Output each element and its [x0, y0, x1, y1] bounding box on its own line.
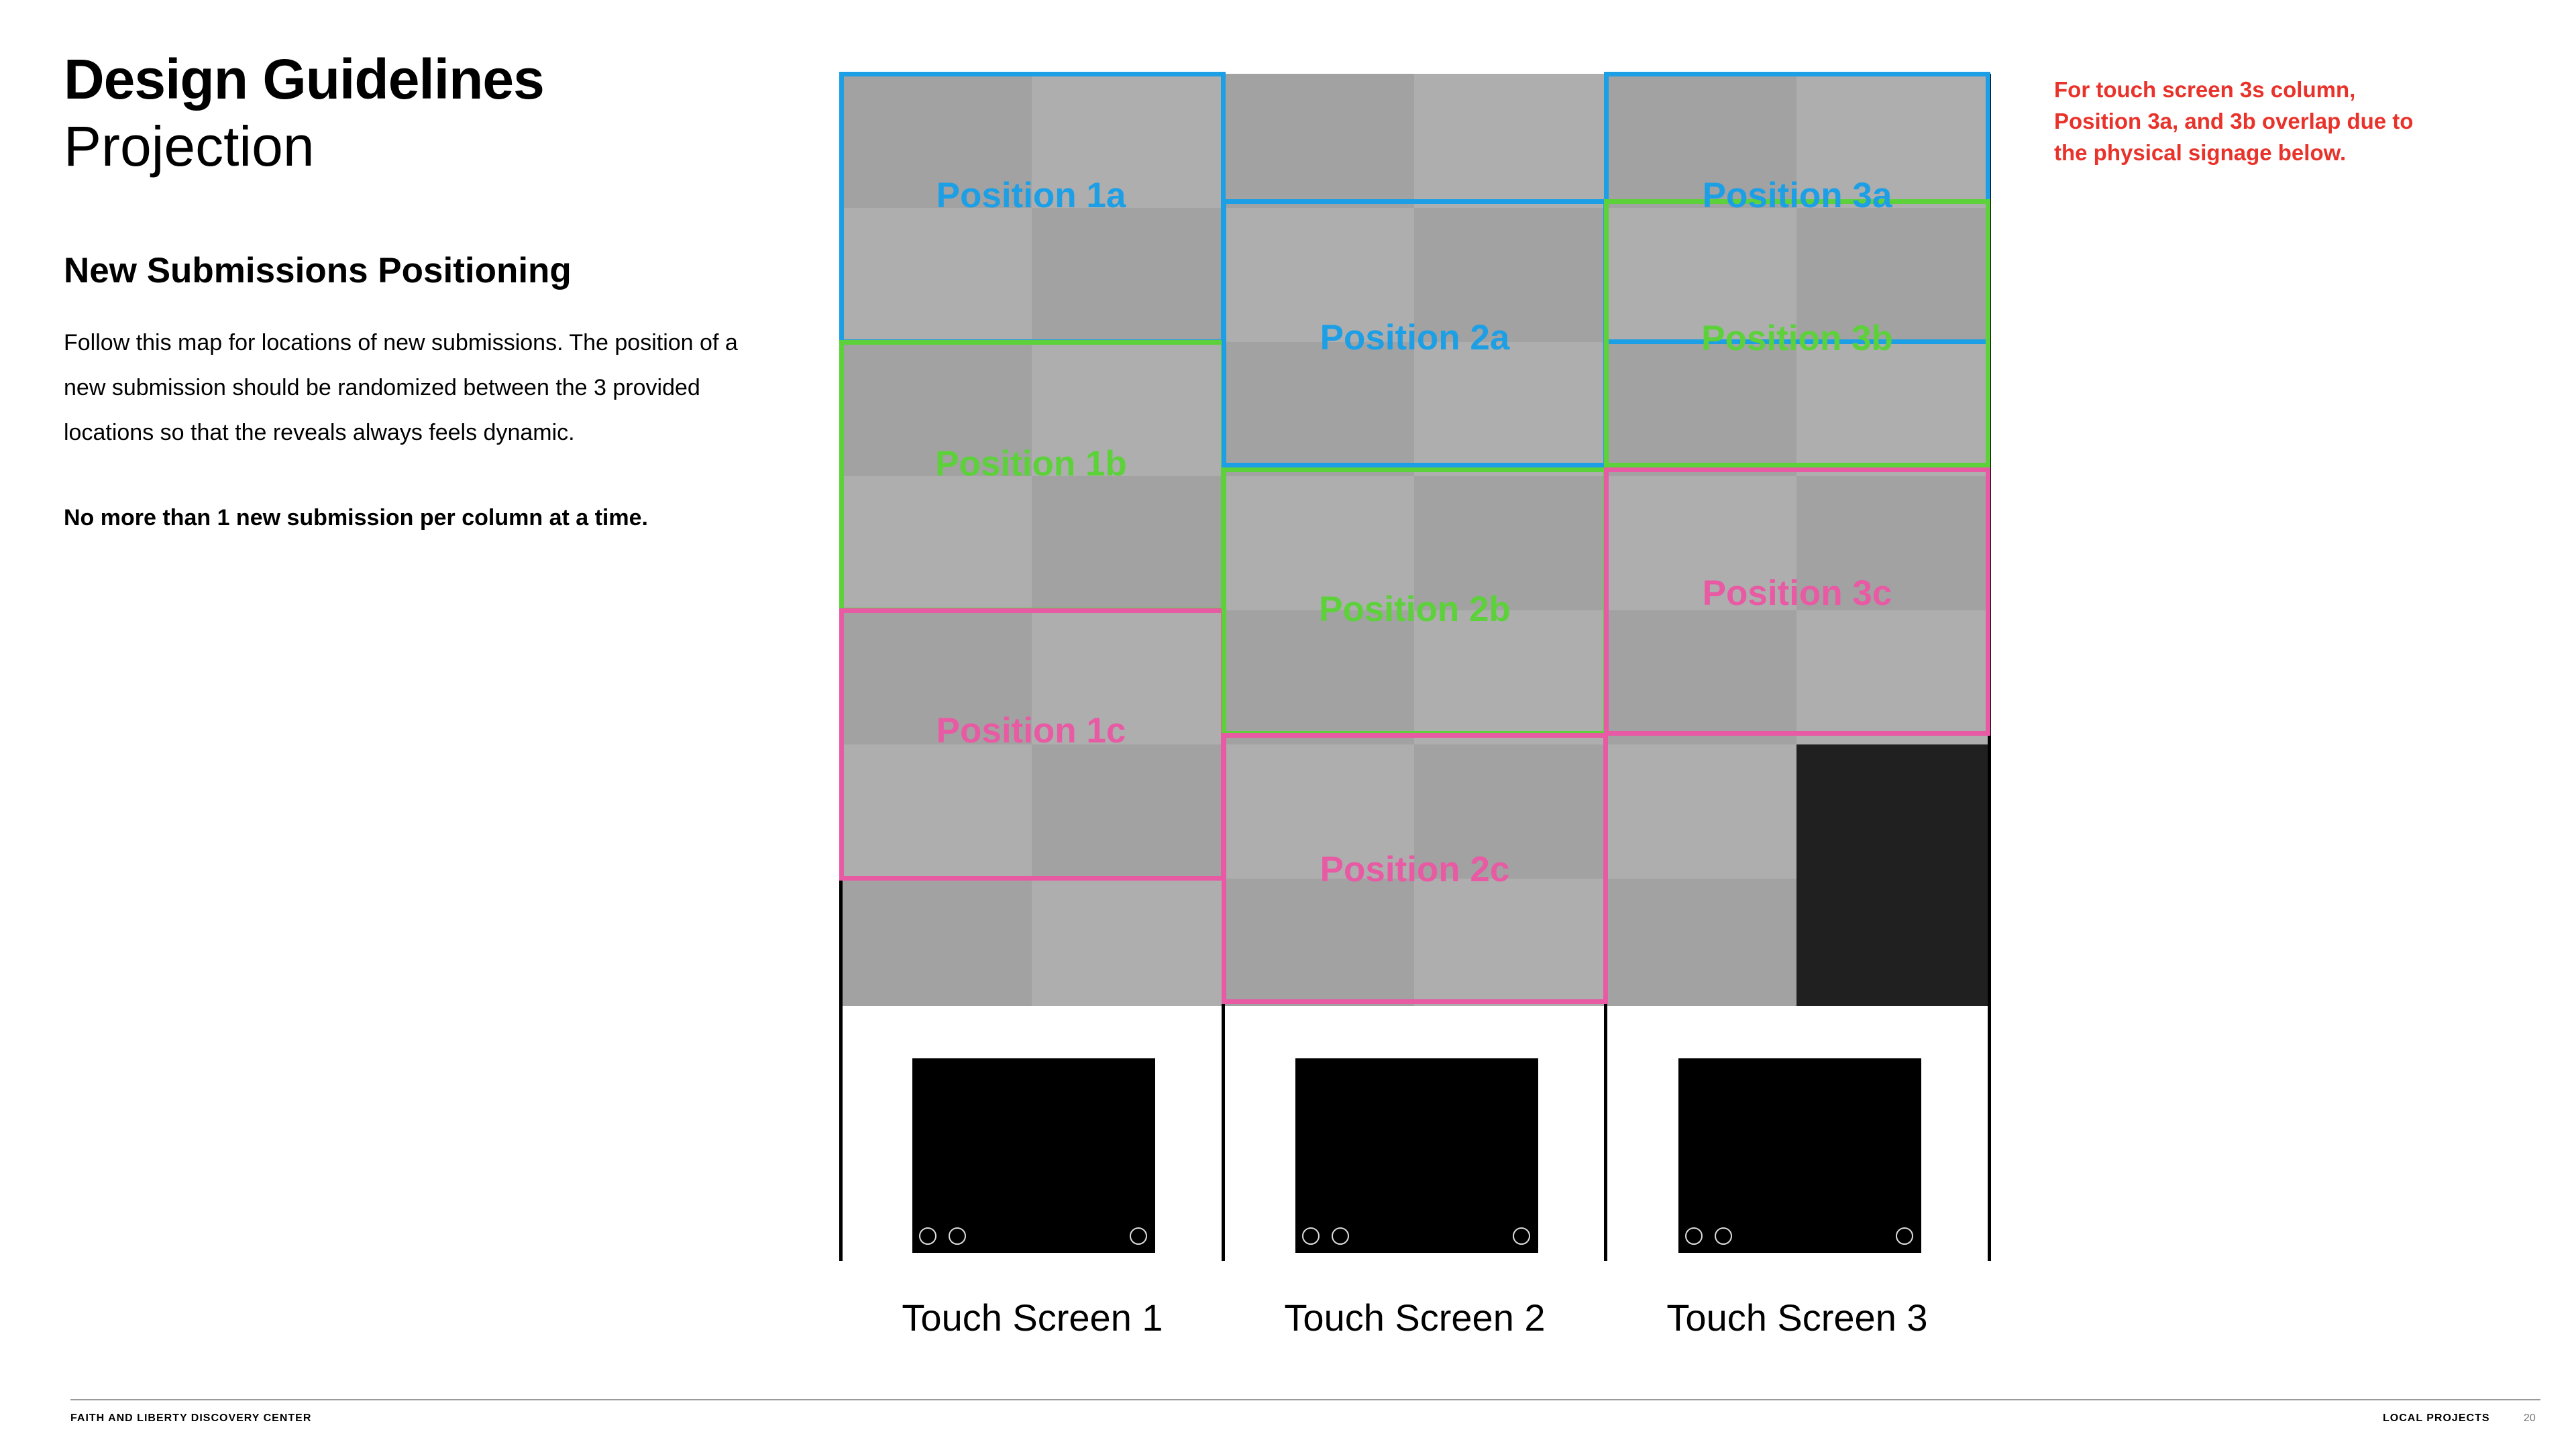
- grid-tile: [1223, 342, 1414, 476]
- position-1a-label: Position 1a: [936, 176, 1126, 215]
- grid-tile: [1223, 476, 1414, 610]
- grid-tile: [1605, 342, 1796, 476]
- grid-tile: [1414, 744, 1605, 879]
- grid-tile: [1605, 476, 1796, 610]
- grid-tile: [1223, 744, 1414, 879]
- signage-block: [1796, 744, 1988, 1006]
- footer-divider: [70, 1399, 2540, 1400]
- grid-tile: [841, 744, 1032, 879]
- grid-tile: [1414, 74, 1605, 208]
- screen-button-icon: [1332, 1227, 1349, 1245]
- grid-tile: [1796, 208, 1988, 342]
- position-1b-label: Position 1b: [935, 444, 1127, 484]
- page-subtitle: Projection: [64, 115, 315, 178]
- screen-button-icon: [1685, 1227, 1703, 1245]
- screen-button-icon: [1513, 1227, 1530, 1245]
- section-rule: No more than 1 new submission per column…: [64, 505, 648, 531]
- grid-tile: [1032, 476, 1223, 610]
- position-2c-box: [1222, 733, 1608, 1004]
- grid-tile: [1414, 342, 1605, 476]
- position-2b-label: Position 2b: [1319, 590, 1511, 629]
- touch-screen-3-label: Touch Screen 3: [1666, 1296, 1928, 1339]
- grid-tile: [1223, 74, 1414, 208]
- grid-tile: [841, 879, 1032, 1006]
- touch-screen-2-display: [1295, 1058, 1538, 1253]
- grid-tile: [841, 74, 1032, 208]
- grid-tile: [1605, 208, 1796, 342]
- footer-studio: LOCAL PROJECTS: [2383, 1412, 2490, 1424]
- position-2a-label: Position 2a: [1320, 318, 1510, 357]
- grid-tile: [1796, 342, 1988, 476]
- screen-button-icon: [1130, 1227, 1147, 1245]
- screen-button-icon: [1896, 1227, 1913, 1245]
- grid-tile: [1796, 476, 1988, 610]
- grid-tile: [1414, 208, 1605, 342]
- page-number: 20: [2524, 1412, 2536, 1424]
- page-title: Design Guidelines: [64, 48, 545, 111]
- grid-tile: [841, 208, 1032, 342]
- grid-tile: [1032, 208, 1223, 342]
- grid-tile: [1223, 208, 1414, 342]
- section-heading: New Submissions Positioning: [64, 251, 572, 290]
- grid-tile: [1414, 476, 1605, 610]
- grid-tile: [1032, 744, 1223, 879]
- grid-tile: [1605, 744, 1796, 879]
- grid-tile: [1605, 879, 1796, 1006]
- overlap-note: For touch screen 3s column, Position 3a,…: [2054, 77, 2414, 165]
- grid-tile: [1032, 74, 1223, 208]
- position-3a-label: Position 3a: [1702, 176, 1892, 215]
- grid-tile: [1796, 74, 1988, 208]
- grid-tile: [1796, 610, 1988, 744]
- grid-tile: [1032, 610, 1223, 744]
- footer-client: FAITH AND LIBERTY DISCOVERY CENTER: [70, 1412, 312, 1424]
- grid-tile: [1605, 610, 1796, 744]
- position-3c-label: Position 3c: [1702, 573, 1892, 613]
- screen-button-icon: [1715, 1227, 1732, 1245]
- grid-tile: [1605, 74, 1796, 208]
- touch-screen-1-display: [912, 1058, 1155, 1253]
- position-1c-label: Position 1c: [936, 711, 1126, 750]
- grid-tile: [841, 342, 1032, 476]
- touch-screen-2-label: Touch Screen 2: [1284, 1296, 1546, 1339]
- grid-tile: [1414, 879, 1605, 1006]
- grid-tile: [841, 610, 1032, 744]
- screen-button-icon: [919, 1227, 936, 1245]
- position-3c-box: [1604, 467, 1990, 736]
- grid-tile: [1223, 879, 1414, 1006]
- position-2c-label: Position 2c: [1320, 850, 1510, 889]
- grid-tile: [841, 476, 1032, 610]
- section-body: Follow this map for locations of new sub…: [64, 330, 738, 445]
- touch-screen-3-display: [1678, 1058, 1921, 1253]
- grid-tile: [1032, 879, 1223, 1006]
- grid-tile: [1414, 610, 1605, 744]
- grid-tile: [1223, 610, 1414, 744]
- position-3b-box: [1604, 199, 1990, 467]
- position-3b-label: Position 3b: [1701, 319, 1893, 358]
- touch-screen-1-label: Touch Screen 1: [902, 1296, 1163, 1339]
- screen-button-icon: [1302, 1227, 1320, 1245]
- screen-button-icon: [949, 1227, 966, 1245]
- grid-tile: [1032, 342, 1223, 476]
